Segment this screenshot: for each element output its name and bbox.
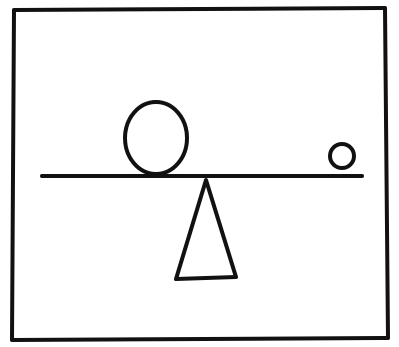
- fulcrum-triangle: [176, 180, 236, 279]
- small-circle-weight: [330, 144, 354, 168]
- large-circle-weight: [125, 102, 187, 174]
